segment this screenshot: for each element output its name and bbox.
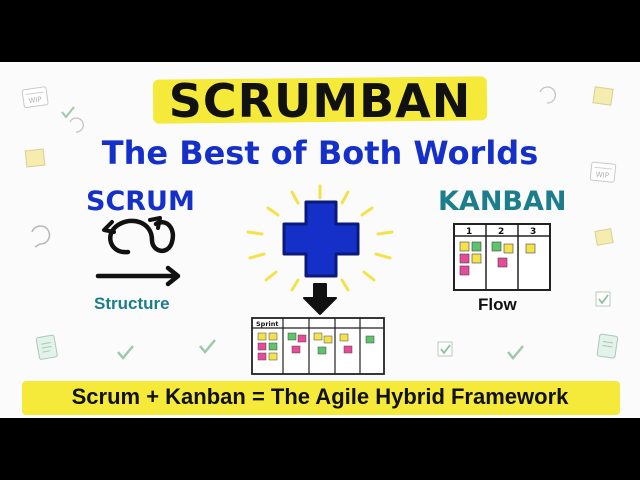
svg-text:WIP: WIP — [595, 170, 609, 179]
document-icon — [35, 334, 58, 360]
wip-card-icon: WIP — [589, 161, 617, 183]
kanban-board-icon: 1 2 3 — [453, 223, 551, 291]
document-icon — [596, 333, 619, 359]
scrum-cycle-icon — [95, 216, 181, 287]
svg-text:WIP: WIP — [28, 95, 42, 105]
sticky-note-icon — [24, 148, 46, 168]
check-mark-icon — [199, 339, 216, 354]
kanban-column-3: 3 — [530, 227, 536, 237]
kanban-column-2: 2 — [498, 227, 504, 237]
kanban-label: KANBAN — [438, 186, 567, 217]
illustrations: 1 2 3 Sprint — [95, 184, 551, 375]
background-doodles: WIP WIP — [21, 86, 619, 360]
cycle-doodle-icon — [31, 225, 51, 248]
thumbnail-canvas: WIP WIP — [0, 62, 640, 418]
arrow-down-icon — [303, 283, 337, 315]
sprint-label: Sprint — [256, 320, 279, 328]
sprint-board-icon: Sprint — [251, 317, 385, 375]
sticky-note-icon — [594, 228, 614, 246]
page-subtitle: The Best of Both Worlds — [101, 134, 539, 172]
scrum-caption: Structure — [94, 294, 170, 313]
plus-icon — [282, 200, 360, 278]
check-mark-icon — [117, 345, 134, 360]
footer-highlight — [22, 381, 620, 415]
check-mark-icon — [507, 345, 524, 360]
cycle-doodle-icon — [69, 117, 84, 133]
check-mark-icon — [61, 106, 75, 119]
kanban-column-1: 1 — [466, 227, 472, 237]
scrum-label: SCRUM — [86, 186, 195, 217]
sticky-note-icon — [592, 86, 614, 106]
kanban-caption: Flow — [478, 295, 517, 314]
page-title: SCRUMBAN — [168, 74, 472, 128]
wip-card-icon: WIP — [21, 86, 49, 109]
sun-rays — [246, 184, 394, 292]
checkbox-icon — [437, 341, 453, 357]
checkbox-icon — [595, 291, 611, 307]
cycle-doodle-icon — [539, 86, 556, 104]
footer-tagline: Scrum + Kanban = The Agile Hybrid Framew… — [71, 384, 569, 409]
